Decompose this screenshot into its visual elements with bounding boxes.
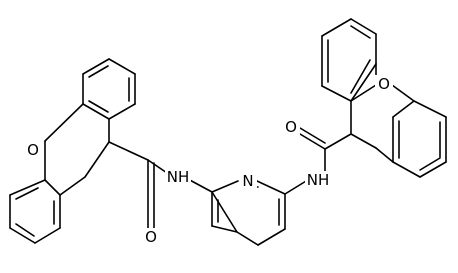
right-pyran-ring xyxy=(350,84,415,149)
right-carboxamide xyxy=(299,127,352,172)
right-xanthene-group xyxy=(321,18,447,178)
left-amide-nitrogen-bg xyxy=(165,168,191,186)
xanthene-left-oxygen-label: O xyxy=(27,141,39,159)
right-lower-benzene-ring xyxy=(375,100,447,178)
left-xanthene-oxygen-bg xyxy=(24,141,42,159)
amide-right-oxygen-label: O xyxy=(285,118,297,136)
amide-left-oxygen-label: O xyxy=(145,228,157,246)
left-amide-oxygen-bg xyxy=(142,228,160,246)
pyridine-nitrogen-bg xyxy=(239,172,257,190)
right-amide-oxygen-bg xyxy=(282,118,300,136)
right-upper-benzene-ring xyxy=(321,18,377,102)
pyridine-nitrogen-label: N xyxy=(242,172,253,190)
amide-left-nitrogen-label: NH xyxy=(167,168,190,186)
left-xanthene-group xyxy=(9,58,136,244)
amide-right-nitrogen-label: NH xyxy=(307,171,330,189)
right-amide-nitrogen-bg xyxy=(305,171,331,189)
left-upper-benzene-ring xyxy=(82,58,136,120)
left-lower-benzene-ring xyxy=(9,176,86,244)
xanthene-right-oxygen-label: O xyxy=(378,75,390,93)
right-xanthene-oxygen-bg xyxy=(375,75,393,93)
left-pyran-ring xyxy=(44,103,110,181)
left-carboxamide xyxy=(108,141,171,229)
